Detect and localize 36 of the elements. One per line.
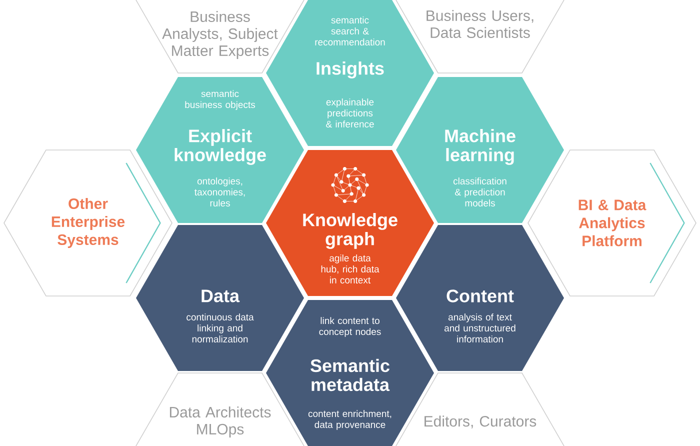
hexagon-caption: semantic search & recommendation bbox=[315, 16, 385, 46]
hexagon-caption: continuous data linking and normalization bbox=[186, 314, 254, 342]
hexagon-caption: semantic business objects bbox=[185, 90, 256, 110]
hexagon bbox=[136, 0, 304, 74]
hexagon-title: Explicit knowledge bbox=[174, 129, 266, 165]
chevron-line bbox=[650, 162, 685, 284]
hexagon-caption: ontologies, taxonomies, rules bbox=[194, 178, 245, 206]
hexagon-caption: explainable predictions & inference bbox=[326, 98, 374, 128]
hexagon-title: Content bbox=[446, 290, 514, 302]
hexagon-title: Insights bbox=[316, 62, 384, 78]
hexagon bbox=[136, 372, 304, 446]
hexagon-title: Semantic metadata bbox=[310, 358, 390, 392]
hexagon-caption: content enrichment, data provenance bbox=[308, 410, 392, 430]
hexagon-title: Machine learning bbox=[445, 129, 516, 165]
chevron-line bbox=[126, 162, 161, 284]
role-label: Data Architects MLOps bbox=[170, 406, 271, 438]
system-label: BI & Data Analytics Platform bbox=[578, 200, 646, 246]
hexagon bbox=[396, 0, 564, 74]
hexagon-title: Data bbox=[202, 290, 240, 302]
hexagon bbox=[4, 150, 172, 296]
hexagon-caption: link content to concept nodes bbox=[319, 317, 381, 337]
hexagon bbox=[266, 150, 434, 296]
hexagon-caption: analysis of text and unstructured information bbox=[444, 314, 516, 342]
hexagon bbox=[396, 77, 564, 223]
system-label: Other Enterprise Systems bbox=[52, 198, 125, 248]
hexagon-caption: agile data hub, rich data in context bbox=[321, 254, 380, 284]
hexagon bbox=[136, 225, 304, 371]
hexagon-caption: classification & prediction models bbox=[453, 178, 506, 206]
role-label: Business Users, Data Scientists bbox=[426, 10, 534, 38]
role-label: Business Analysts, Subject Matter Experts bbox=[162, 11, 278, 59]
hexagon bbox=[528, 150, 696, 296]
hexagon-title: Knowledge graph bbox=[303, 213, 398, 249]
hexagon bbox=[396, 372, 564, 446]
hexagon bbox=[136, 77, 304, 223]
role-label: Editors, Curators bbox=[424, 416, 536, 428]
hexagon bbox=[396, 225, 564, 371]
